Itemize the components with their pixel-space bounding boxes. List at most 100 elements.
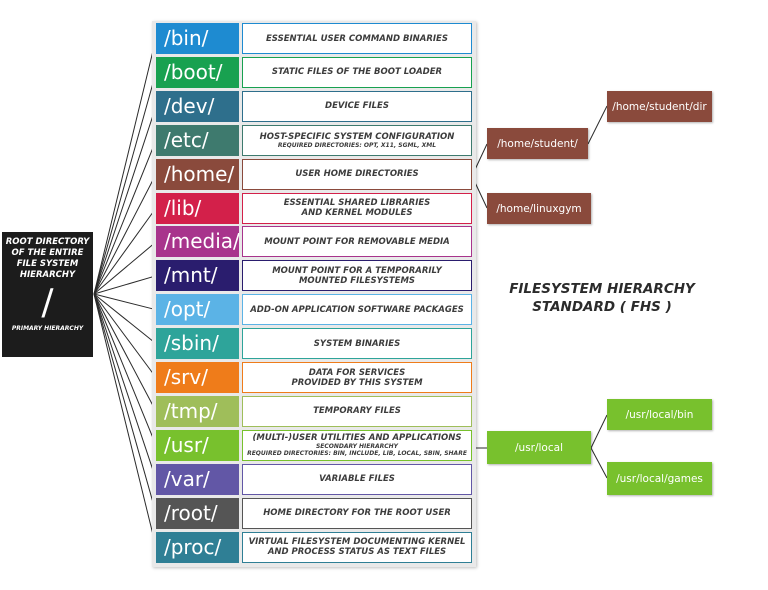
root-to-directory-line (93, 38, 157, 295)
root-to-directory-line (93, 293, 157, 548)
root-to-directory-line (93, 293, 157, 378)
root-to-directory-line (93, 72, 157, 295)
local-to-bin-line (590, 414, 608, 449)
directory-name: /proc/ (156, 531, 239, 563)
directory-row: /tmp/TEMPORARY FILES (156, 395, 472, 427)
directory-row: /opt/ADD-ON APPLICATION SOFTWARE PACKAGE… (156, 294, 472, 326)
directory-name: /bin/ (156, 23, 239, 54)
description-line: AND PROCESS STATUS AS TEXT FILES (267, 547, 447, 557)
root-directory-box: ROOT DIRECTORY OF THE ENTIRE FILE SYSTEM… (2, 232, 93, 357)
directory-description: ESSENTIAL USER COMMAND BINARIES (242, 23, 472, 54)
directory-row: /var/VARIABLE FILES (156, 463, 472, 495)
directory-name: /srv/ (156, 362, 239, 393)
directory-name: /tmp/ (156, 395, 239, 427)
root-to-directory-line (93, 173, 157, 295)
description-line: MOUNT POINT FOR REMOVABLE MEDIA (264, 236, 450, 247)
root-caption-line-4: HIERARCHY (19, 270, 76, 280)
description-line: STATIC FILES OF THE BOOT LOADER (271, 67, 443, 78)
node-usr-local: /usr/local (487, 431, 591, 464)
root-label: PRIMARY HIERARCHY (11, 325, 84, 332)
directory-name: /opt/ (156, 294, 239, 326)
description-line: MOUNTED FILESYSTEMS (298, 275, 416, 286)
directory-description: HOME DIRECTORY FOR THE ROOT USER (242, 497, 472, 529)
description-line: VIRTUAL FILESYSTEM DOCUMENTING KERNEL (248, 537, 466, 547)
root-to-directory-line (93, 293, 157, 344)
description-line: ADD-ON APPLICATION SOFTWARE PACKAGES (250, 304, 464, 315)
node-home-student: /home/student/ (487, 128, 588, 159)
root-to-directory-line (93, 106, 157, 295)
description-line: USER HOME DIRECTORIES (295, 169, 419, 180)
directory-row: /root/HOME DIRECTORY FOR THE ROOT USER (156, 497, 472, 529)
directory-description: USER HOME DIRECTORIES (242, 158, 472, 190)
directory-row: /bin/ESSENTIAL USER COMMAND BINARIES (156, 23, 472, 54)
root-to-directory-line (93, 207, 157, 295)
diagram-title: FILESYSTEM HIERARCHY STANDARD ( FHS ) (492, 280, 712, 316)
root-to-directory-line (93, 293, 157, 514)
directory-row: /boot/STATIC FILES OF THE BOOT LOADER (156, 56, 472, 88)
node-usr-local-bin: /usr/local/bin (607, 399, 712, 430)
directory-name: /root/ (156, 497, 239, 529)
directory-description: STATIC FILES OF THE BOOT LOADER (242, 56, 472, 88)
description-line: ESSENTIAL SHARED LIBRARIES (283, 198, 431, 208)
description-subline: REQUIRED DIRECTORIES: BIN, INCLUDE, LIB,… (247, 450, 467, 458)
title-line-2: STANDARD ( FHS ) (532, 299, 672, 315)
directory-description: MOUNT POINT FOR REMOVABLE MEDIA (242, 226, 472, 258)
node-home-student-dir: /home/student/dir (607, 91, 712, 122)
description-line: SYSTEM BINARIES (313, 338, 401, 349)
directory-row: /sbin/SYSTEM BINARIES (156, 328, 472, 360)
root-to-directory-line (93, 293, 157, 446)
directory-name: /boot/ (156, 56, 239, 88)
directory-description: DEVICE FILES (242, 90, 472, 122)
root-to-directory-line (93, 241, 157, 295)
node-usr-local-games: /usr/local/games (607, 462, 712, 495)
description-line: (MULTI-)USER UTILITIES AND APPLICATIONS (252, 433, 462, 444)
directory-row: /dev/DEVICE FILES (156, 90, 472, 122)
description-line: MOUNT POINT FOR A TEMPORARILY (272, 265, 442, 276)
root-caption-line-2: OF THE ENTIRE (11, 248, 84, 258)
root-to-directory-line (93, 293, 157, 480)
directory-name: /sbin/ (156, 328, 239, 360)
description-line: TEMPORARY FILES (313, 406, 401, 417)
directory-row: /proc/VIRTUAL FILESYSTEM DOCUMENTING KER… (156, 531, 472, 563)
directory-name: /lib/ (156, 192, 239, 224)
root-caption-line-1: ROOT DIRECTORY (5, 237, 90, 247)
description-line: DATA FOR SERVICES (308, 367, 406, 378)
directory-description: SYSTEM BINARIES (242, 328, 472, 360)
directory-name: /dev/ (156, 90, 239, 122)
directory-row: /media/MOUNT POINT FOR REMOVABLE MEDIA (156, 226, 472, 258)
root-symbol: / (41, 282, 54, 323)
node-home-linuxgym: /home/linuxgym (487, 193, 591, 224)
directory-name: /etc/ (156, 124, 239, 156)
root-to-directory-line (93, 140, 157, 295)
directory-row: /usr/(MULTI-)USER UTILITIES AND APPLICAT… (156, 429, 472, 461)
description-line: DEVICE FILES (325, 101, 389, 112)
description-line: ESSENTIAL USER COMMAND BINARIES (266, 33, 448, 44)
student-to-dir-line (587, 105, 608, 145)
directory-name: /var/ (156, 463, 239, 495)
directory-description: VARIABLE FILES (242, 463, 472, 495)
root-caption-line-3: FILE SYSTEM (16, 259, 79, 269)
description-line: HOME DIRECTORY FOR THE ROOT USER (263, 508, 451, 519)
root-to-directory-line (93, 293, 157, 311)
directory-name: /home/ (156, 158, 239, 190)
description-line: VARIABLE FILES (319, 474, 395, 485)
description-line: PROVIDED BY THIS SYSTEM (291, 377, 423, 388)
directory-name: /media/ (156, 226, 239, 258)
directory-description: TEMPORARY FILES (242, 395, 472, 427)
directory-description: ADD-ON APPLICATION SOFTWARE PACKAGES (242, 294, 472, 326)
description-line: HOST-SPECIFIC SYSTEM CONFIGURATION (259, 131, 455, 142)
directory-name: /usr/ (156, 429, 239, 461)
root-to-directory-line (93, 293, 157, 412)
directory-name: /mnt/ (156, 260, 239, 292)
description-subline: REQUIRED DIRECTORIES: OPT, X11, SGML, XM… (277, 141, 437, 149)
